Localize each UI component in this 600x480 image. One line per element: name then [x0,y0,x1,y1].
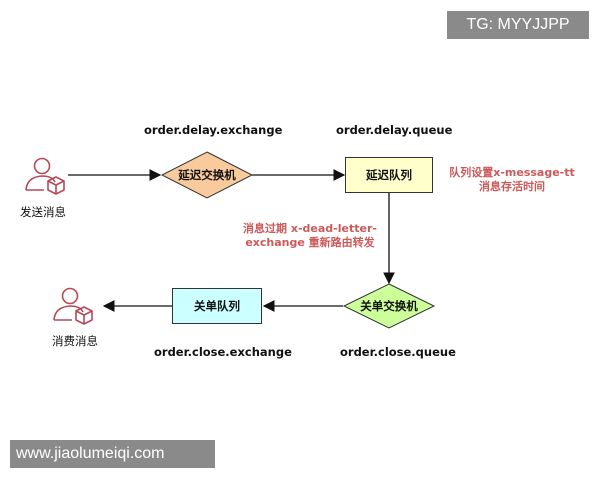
dlx-note: 消息过期 x-dead-letter- exchange 重新路由转发 [238,222,382,250]
ttl-note: 队列设置x-message-tt 消息存活时间 [448,166,576,194]
delay-queue-box: 延迟队列 [345,157,433,193]
producer-label: 发送消息 [20,205,66,219]
close-exchange-diamond [342,283,436,329]
close-exchange-caption: order.close.queue [340,345,456,359]
delay-queue-caption: order.delay.queue [336,123,453,137]
delay-exchange-diamond [160,151,254,199]
watermark-top-right: TG: MYYJJPP [447,11,589,39]
delay-exchange-caption: order.delay.exchange [144,123,283,137]
close-queue-box: 关单队列 [172,288,262,324]
dlx-note-line-2: exchange 重新路由转发 [245,236,375,249]
watermark-bottom-left: www.jiaolumeiqi.com [10,440,215,468]
delay-exchange-label: 延迟交换机 [178,168,236,182]
dlx-note-line-1: 消息过期 x-dead-letter- [243,222,377,235]
delay-queue-label: 延迟队列 [366,168,412,182]
producer-user-icon [25,157,65,195]
consumer-user-icon [53,287,93,325]
close-queue-caption: order.close.exchange [154,345,292,359]
consumer-label: 消费消息 [52,334,98,348]
ttl-note-line-2: 消息存活时间 [479,180,545,193]
close-queue-label: 关单队列 [194,299,240,313]
close-exchange-label: 关单交换机 [360,299,418,313]
ttl-note-line-1: 队列设置x-message-tt [449,166,575,179]
